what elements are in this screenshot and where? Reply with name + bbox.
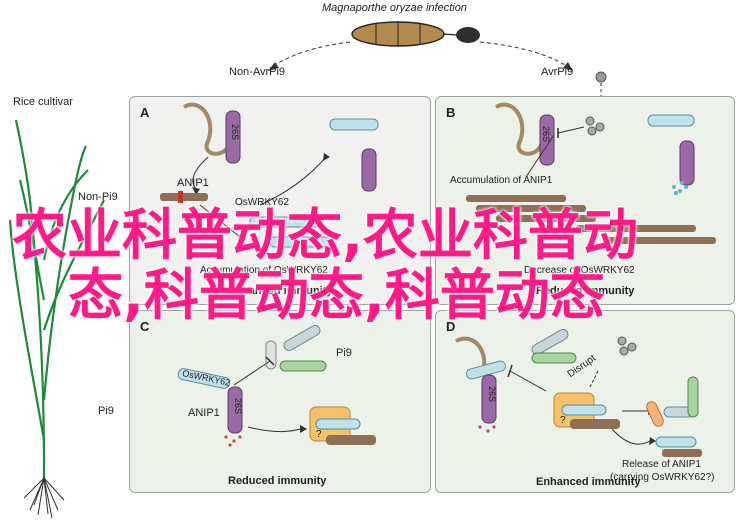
panel-d-footer: Enhanced immunity	[536, 476, 641, 488]
panel-b-footer: Reduced immunity	[536, 285, 635, 297]
oswrky62-protein-icon	[329, 118, 379, 131]
proteasome-26s-icon	[225, 110, 241, 164]
panel-d: D ? Disrupt 26S Release of ANIP1 (carryi…	[435, 310, 735, 493]
panel-d-graphics: ?	[455, 329, 702, 457]
watermark-line-1: 农业科普动态,农业科普动	[12, 203, 638, 267]
branch-label-non-avrpi9: Non-AvrPi9	[229, 66, 286, 78]
panel-b-graphics	[466, 102, 716, 244]
pi9-receptor-icon	[265, 325, 327, 372]
branch-arrow-left	[269, 41, 351, 69]
rice-roots-icon	[23, 477, 65, 519]
anip1-protein-icon	[160, 193, 208, 201]
panel-a-graphics	[160, 102, 379, 248]
panel-d-release-sub-label: (carrying OsWRKY62?)	[610, 472, 715, 483]
panel-c-footer: Reduced immunity	[228, 475, 327, 487]
panel-d-26s-label: 26S	[487, 385, 498, 403]
panel-b: B Accumulation of ANIP1 26S Decrease of …	[435, 96, 735, 305]
panel-a-26s-label: 26S	[230, 123, 241, 141]
svg-text:?: ?	[560, 415, 566, 426]
panel-d-letter: D	[446, 319, 456, 334]
panel-c: C ? Pi9 OsWRKY62 ANIP1 26S Reduced immun…	[129, 310, 431, 493]
panel-a-oswrky62-label: OsWRKY62	[235, 197, 289, 208]
panel-b-26s-label: 26S	[541, 125, 552, 143]
panel-b-decrease-label: Decrease of OsWRKY62	[524, 265, 635, 276]
panel-c-graphics: ?	[177, 325, 376, 447]
svg-text:?: ?	[316, 429, 322, 440]
panel-c-letter: C	[140, 319, 150, 334]
panel-a-footer: Enhanced immunity	[228, 285, 333, 297]
panel-a-accumulation-label: Accumulation of OsWRKY62	[200, 265, 328, 276]
watermark-line-2: 态,科普动态,科普动态	[68, 263, 605, 327]
row-label-pi9: Pi9	[98, 405, 114, 417]
infection-title: Magnaporthe oryzae infection	[322, 2, 467, 14]
panel-d-release-label: Release of ANIP1	[622, 459, 701, 470]
panel-a-anip1-label: ANIP1	[177, 177, 209, 189]
panel-a: A 26S ANIP1 OsWRKY62 Accumulation of OsW…	[129, 96, 431, 305]
panel-b-accumulation-label: Accumulation of ANIP1	[450, 175, 553, 186]
panel-b-letter: B	[446, 105, 456, 120]
branch-arrow-right	[479, 41, 571, 69]
row-label-non-pi9: Non-Pi9	[78, 191, 118, 203]
pi9-receptor-d-icon	[531, 329, 577, 364]
panel-a-letter: A	[140, 105, 150, 120]
rice-cultivar-label: Rice cultivar	[13, 96, 73, 108]
panel-c-pi9-label: Pi9	[336, 347, 352, 359]
panel-c-26s-label: 26S	[233, 397, 244, 415]
fungus-spore-icon	[351, 21, 480, 47]
ubiquitin-chain-icon	[183, 102, 232, 156]
panel-c-anip1-label: ANIP1	[188, 407, 220, 419]
branch-label-avrpi9: AvrPi9	[541, 66, 574, 78]
